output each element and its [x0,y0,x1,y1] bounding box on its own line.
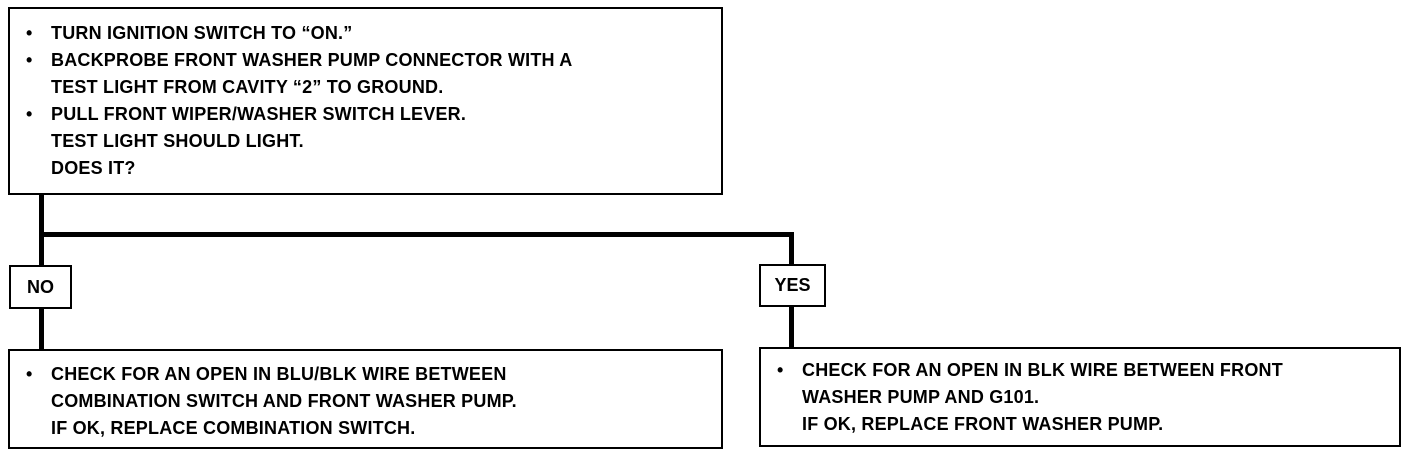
step-text: TURN IGNITION SWITCH TO “ON.” [51,23,353,43]
result-item: • CHECK FOR AN OPEN IN BLU/BLK WIRE BETW… [26,361,721,388]
bullet: • [26,364,33,384]
no-result-box: • CHECK FOR AN OPEN IN BLU/BLK WIRE BETW… [8,349,723,449]
connector-no-down [39,232,44,267]
result-text-cont: IF OK, REPLACE COMBINATION SWITCH. [51,418,416,438]
result-text-cont: WASHER PUMP AND G101. [802,387,1040,407]
connector-top-down [39,193,44,237]
connector-horizontal [39,232,794,237]
bullet: • [26,23,33,43]
yes-label-box: YES [759,264,826,307]
step-item: • TURN IGNITION SWITCH TO “ON.” [26,20,721,47]
result-text: CHECK FOR AN OPEN IN BLU/BLK WIRE BETWEE… [51,364,507,384]
step-text-cont: TEST LIGHT SHOULD LIGHT. [51,131,304,151]
result-text-cont: IF OK, REPLACE FRONT WASHER PUMP. [802,414,1164,434]
step-text: PULL FRONT WIPER/WASHER SWITCH LEVER. [51,104,467,124]
step-text-cont: TEST LIGHT FROM CAVITY “2” TO GROUND. [51,77,444,97]
bullet: • [26,50,33,70]
connector-yes-to-box [789,305,794,349]
step-item: • PULL FRONT WIPER/WASHER SWITCH LEVER. [26,101,721,128]
yes-label: YES [774,275,811,295]
step-text: BACKPROBE FRONT WASHER PUMP CONNECTOR WI… [51,50,573,70]
connector-no-to-box [39,307,44,351]
step-item: • BACKPROBE FRONT WASHER PUMP CONNECTOR … [26,47,721,74]
result-text: CHECK FOR AN OPEN IN BLK WIRE BETWEEN FR… [802,360,1283,380]
bullet: • [26,104,33,124]
decision-box: • TURN IGNITION SWITCH TO “ON.” • BACKPR… [8,7,723,195]
connector-yes-down [789,232,794,267]
no-label-box: NO [9,265,72,309]
step-question: DOES IT? [51,158,136,178]
no-label: NO [27,276,54,297]
yes-result-box: • CHECK FOR AN OPEN IN BLK WIRE BETWEEN … [759,347,1401,447]
result-item: • CHECK FOR AN OPEN IN BLK WIRE BETWEEN … [777,357,1399,384]
result-text-cont: COMBINATION SWITCH AND FRONT WASHER PUMP… [51,391,517,411]
bullet: • [777,360,784,380]
